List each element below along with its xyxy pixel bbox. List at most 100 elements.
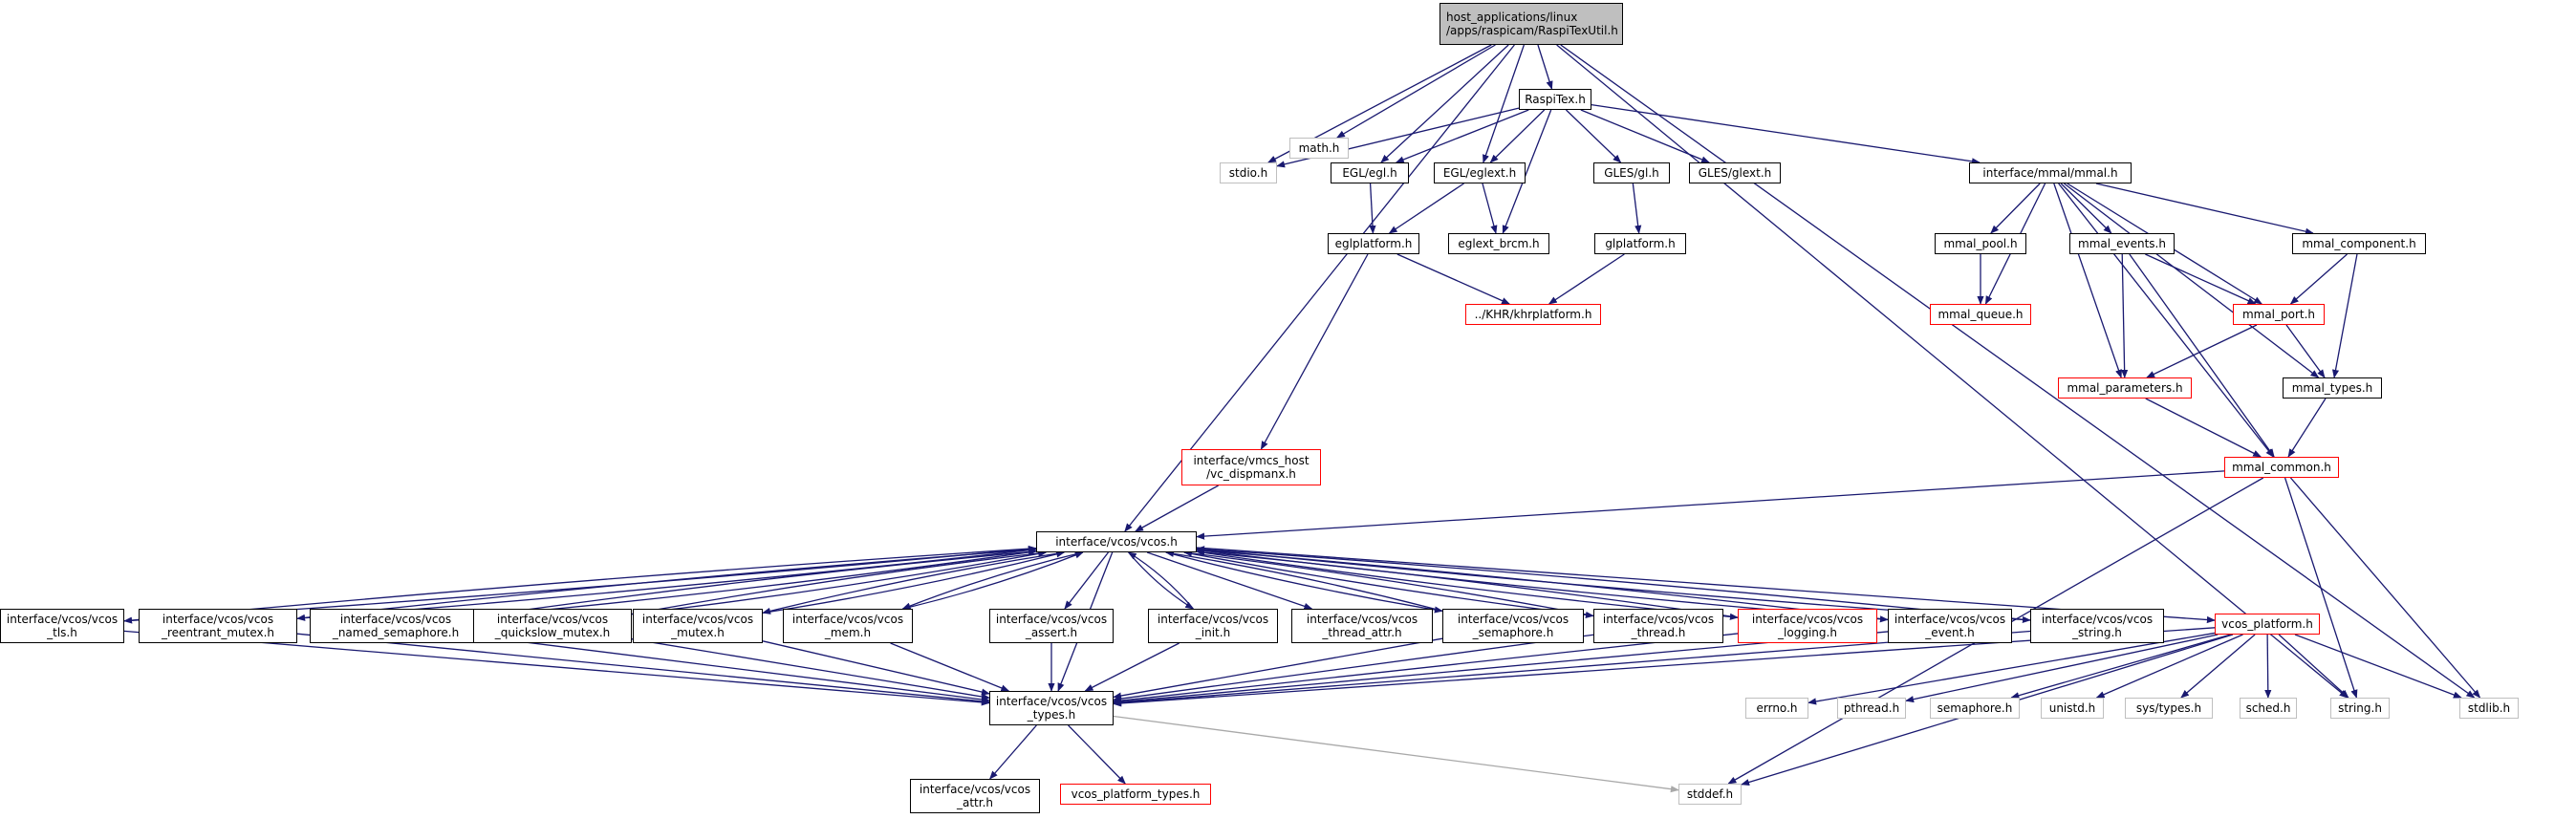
node-vc-dispmanx[interactable]: interface/vmcs_host /vc_dispmanx.h bbox=[1181, 449, 1321, 485]
edge-root-to-raspitex bbox=[1537, 44, 1553, 90]
node-root[interactable]: host_applications/linux /apps/raspicam/R… bbox=[1440, 3, 1623, 45]
node-stddef[interactable]: stddef.h bbox=[1678, 784, 1742, 805]
edge-eglplatform-to-khrplatform bbox=[1396, 253, 1511, 305]
node-mmal-parameters[interactable]: mmal_parameters.h bbox=[2058, 377, 2192, 399]
edge-vcos-named-semaphore-to-vcos-types bbox=[481, 636, 990, 703]
edge-raspitex-to-eglext-brcm bbox=[1502, 109, 1552, 234]
node-vcos-platform-types[interactable]: vcos_platform_types.h bbox=[1060, 784, 1211, 805]
node-mmal[interactable]: interface/mmal/mmal.h bbox=[1969, 162, 2132, 183]
node-vcos-init[interactable]: interface/vcos/vcos _init.h bbox=[1148, 609, 1278, 643]
edge-vcos-to-vcos-semaphore bbox=[1165, 551, 1443, 614]
node-vcos-attr[interactable]: interface/vcos/vcos _attr.h bbox=[910, 779, 1040, 813]
edge-mmal-to-mmal-types bbox=[2064, 183, 2320, 378]
node-vcos-named-semaphore[interactable]: interface/vcos/vcos _named_semaphore.h bbox=[310, 609, 482, 643]
edge-mmal-to-mmal-events bbox=[2060, 183, 2112, 234]
node-vcos-thread-attr[interactable]: interface/vcos/vcos _thread_attr.h bbox=[1291, 609, 1433, 643]
node-mmal-port[interactable]: mmal_port.h bbox=[2233, 304, 2325, 325]
edge-root-to-egl bbox=[1380, 44, 1509, 163]
edge-mmal-port-to-mmal-parameters bbox=[2146, 324, 2258, 378]
node-pthread[interactable]: pthread.h bbox=[1837, 698, 1906, 719]
node-eglext[interactable]: EGL/eglext.h bbox=[1434, 162, 1526, 183]
edge-mmal-types-to-mmal-common bbox=[2287, 398, 2327, 458]
node-vcos-mem[interactable]: interface/vcos/vcos _mem.h bbox=[783, 609, 913, 643]
node-mmal-component[interactable]: mmal_component.h bbox=[2292, 233, 2426, 254]
edge-vcos-to-vcos-mutex bbox=[762, 551, 1065, 614]
node-vcos-string[interactable]: interface/vcos/vcos _string.h bbox=[2030, 609, 2164, 643]
edge-vcos-semaphore-to-vcos-types bbox=[1113, 637, 1443, 700]
node-mmal-pool[interactable]: mmal_pool.h bbox=[1935, 233, 2026, 254]
edge-mmal-common-to-string bbox=[2284, 477, 2358, 699]
edge-mmal-port-to-mmal-types bbox=[2285, 324, 2326, 378]
node-vcos-assert[interactable]: interface/vcos/vcos _assert.h bbox=[989, 609, 1114, 643]
edge-vcos-types-to-stddef bbox=[1113, 715, 1679, 793]
node-eglplatform[interactable]: eglplatform.h bbox=[1328, 233, 1419, 254]
node-raspitex[interactable]: RaspiTex.h bbox=[1519, 89, 1591, 110]
node-eglext-brcm[interactable]: eglext_brcm.h bbox=[1448, 233, 1549, 254]
edge-mmal-parameters-to-mmal-common bbox=[2145, 398, 2262, 458]
node-vcos-logging[interactable]: interface/vcos/vcos _logging.h bbox=[1738, 609, 1877, 643]
node-vcos-quickslow-mutex[interactable]: interface/vcos/vcos _quickslow_mutex.h bbox=[473, 609, 632, 643]
node-math[interactable]: math.h bbox=[1289, 138, 1349, 159]
node-vcos-reentrant-mutex[interactable]: interface/vcos/vcos _reentrant_mutex.h bbox=[139, 609, 297, 643]
node-egl[interactable]: EGL/egl.h bbox=[1331, 162, 1409, 183]
node-unistd[interactable]: unistd.h bbox=[2041, 698, 2104, 719]
edge-mmal-events-to-mmal-port bbox=[2145, 253, 2257, 305]
node-mmal-queue[interactable]: mmal_queue.h bbox=[1930, 304, 2031, 325]
edge-vcos-logging-to-vcos bbox=[1196, 549, 1739, 618]
node-vcos[interactable]: interface/vcos/vcos.h bbox=[1036, 531, 1197, 552]
edge-vcos-platform-to-sys-types bbox=[2180, 634, 2256, 699]
edge-mmal-component-to-mmal-port bbox=[2289, 253, 2348, 305]
node-errno[interactable]: errno.h bbox=[1745, 698, 1808, 719]
node-khrplatform[interactable]: ../KHR/khrplatform.h bbox=[1465, 304, 1601, 325]
edge-vcos-mutex-to-vcos bbox=[762, 550, 1066, 614]
node-glplatform[interactable]: glplatform.h bbox=[1594, 233, 1686, 254]
edge-vcos-init-to-vcos bbox=[1127, 551, 1194, 610]
edge-vcos-reentrant-mutex-to-vcos-types bbox=[296, 633, 990, 705]
node-gles-gl[interactable]: GLES/gl.h bbox=[1593, 162, 1670, 183]
node-mmal-types[interactable]: mmal_types.h bbox=[2283, 377, 2382, 399]
edge-raspitex-to-mmal bbox=[1591, 104, 1981, 165]
node-mmal-common[interactable]: mmal_common.h bbox=[2224, 457, 2339, 478]
edge-raspitex-to-gles-gl bbox=[1565, 109, 1622, 163]
edge-vcos-to-vcos-assert bbox=[1064, 551, 1110, 610]
node-mmal-events[interactable]: mmal_events.h bbox=[2069, 233, 2175, 254]
edge-vcos-to-vcos-named-semaphore bbox=[481, 550, 1037, 618]
node-sched[interactable]: sched.h bbox=[2240, 698, 2297, 719]
edge-raspitex-to-gles-glext bbox=[1580, 109, 1710, 163]
edge-vcos-to-vcos-init bbox=[1128, 551, 1195, 610]
node-gles-glext[interactable]: GLES/glext.h bbox=[1689, 162, 1781, 183]
node-vcos-semaphore[interactable]: interface/vcos/vcos _semaphore.h bbox=[1442, 609, 1584, 643]
node-vcos-event[interactable]: interface/vcos/vcos _event.h bbox=[1888, 609, 2012, 643]
edge-vcos-to-vcos-thread-attr bbox=[1146, 551, 1313, 610]
edge-vcos-semaphore-to-vcos bbox=[1164, 550, 1443, 612]
edge-vcos-thread-to-vcos bbox=[1182, 550, 1594, 617]
edge-vcos-to-vcos-platform bbox=[1196, 547, 2216, 624]
node-stdlib[interactable]: stdlib.h bbox=[2459, 698, 2519, 719]
node-string[interactable]: string.h bbox=[2330, 698, 2390, 719]
node-sys-types[interactable]: sys/types.h bbox=[2125, 698, 2213, 719]
edge-mmal-events-to-mmal-parameters bbox=[2121, 253, 2129, 378]
node-vcos-types[interactable]: interface/vcos/vcos _types.h bbox=[989, 691, 1114, 725]
edge-vcos-string-to-vcos-types bbox=[1113, 630, 2031, 706]
edge-vcos-thread-to-vcos-types bbox=[1113, 634, 1594, 702]
edge-vcos-init-to-vcos-types bbox=[1084, 642, 1180, 692]
edge-vcos-types-to-vcos-platform-types bbox=[1068, 724, 1126, 785]
edge-vcos-mem-to-vcos bbox=[902, 551, 1084, 610]
edge-vc-dispmanx-to-vcos bbox=[1135, 485, 1219, 532]
edge-root-to-stdlib bbox=[1560, 44, 2476, 699]
edge-mmal-common-to-vcos bbox=[1196, 470, 2225, 540]
edge-vcos-platform-to-string bbox=[2278, 634, 2349, 699]
edge-vcos-platform-to-unistd bbox=[2095, 634, 2243, 699]
edge-vcos-platform-to-sched bbox=[2264, 634, 2272, 699]
edge-eglext-to-eglplatform bbox=[1388, 183, 1464, 234]
edge-root-to-string bbox=[1556, 44, 2349, 699]
edge-mmal-to-mmal-pool bbox=[1990, 183, 2041, 234]
node-vcos-mutex[interactable]: interface/vcos/vcos _mutex.h bbox=[633, 609, 763, 643]
node-vcos-platform[interactable]: vcos_platform.h bbox=[2215, 614, 2320, 635]
node-stdio[interactable]: stdio.h bbox=[1220, 162, 1277, 183]
edge-vcos-event-to-vcos-types bbox=[1113, 631, 1889, 705]
node-semaphore[interactable]: semaphore.h bbox=[1930, 698, 2020, 719]
node-vcos-thread[interactable]: interface/vcos/vcos _thread.h bbox=[1593, 609, 1723, 643]
node-vcos-tls[interactable]: interface/vcos/vcos _tls.h bbox=[0, 609, 124, 643]
